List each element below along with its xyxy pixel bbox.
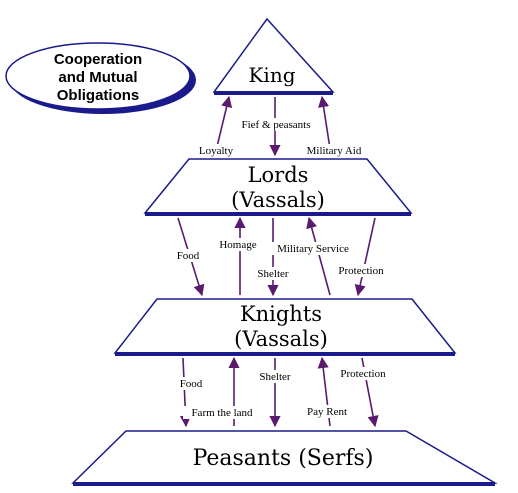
knights-vassals-label: (Vassals) <box>234 327 328 351</box>
pay-rent-label: Pay Rent <box>307 406 347 418</box>
protection-to-knights-arrow <box>354 217 376 297</box>
protection-peasants-knights-label: Protection <box>340 368 386 380</box>
lords-tier: Lords (Vassals) <box>143 158 413 216</box>
king-tier: King <box>212 17 335 95</box>
lords-vassals-label: (Vassals) <box>231 188 325 212</box>
protection-knights-lords-label: Protection <box>338 265 384 277</box>
arrows-knights-lords <box>177 216 376 297</box>
badge-line-2: and Mutual <box>58 69 137 86</box>
homage-label: Homage <box>219 239 256 251</box>
peasants-tier: Peasants (Serfs) <box>71 430 498 486</box>
food-knights-lords-label: Food <box>177 250 200 262</box>
peasants-label: Peasants (Serfs) <box>193 446 374 471</box>
military-service-arrow <box>306 216 331 296</box>
king-label: King <box>248 63 295 87</box>
obligations-badge: Cooperation and Mutual Obligations <box>5 42 196 114</box>
arrow-labels: Fief & peasants Loyalty Military Aid Foo… <box>173 118 393 419</box>
knights-label: Knights <box>240 302 322 326</box>
lords-label: Lords <box>248 163 309 187</box>
fief-peasants-label: Fief & peasants <box>241 119 310 131</box>
shelter-peasants-knights-label: Shelter <box>259 371 290 383</box>
military-aid-label: Military Aid <box>307 145 362 157</box>
food-peasants-knights-label: Food <box>180 378 203 390</box>
loyalty-label: Loyalty <box>199 145 234 157</box>
badge-line-3: Obligations <box>57 87 140 104</box>
military-service-label: Military Service <box>277 243 349 255</box>
knights-tier: Knights (Vassals) <box>113 298 457 356</box>
shelter-knights-lords-label: Shelter <box>257 268 288 280</box>
badge-line-1: Cooperation <box>54 51 142 68</box>
farm-the-land-label: Farm the land <box>191 407 253 419</box>
